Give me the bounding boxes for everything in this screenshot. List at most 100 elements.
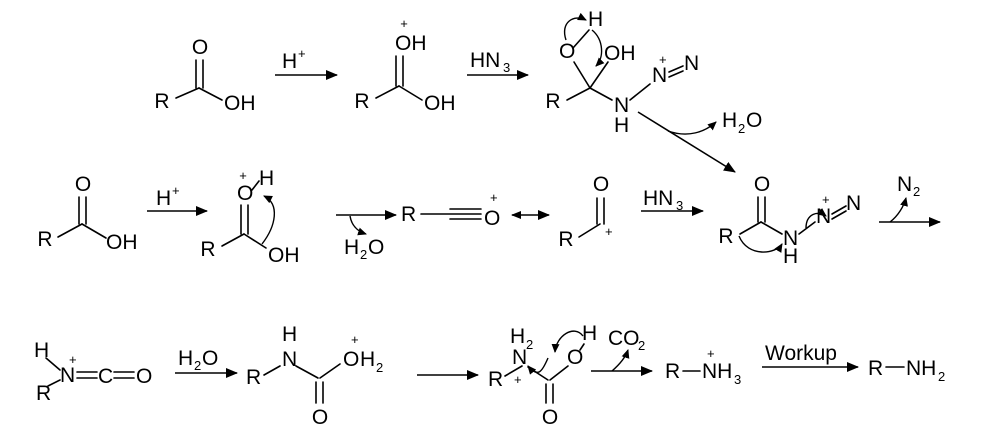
atom-r: R <box>37 228 52 251</box>
atom-o: O <box>754 173 770 196</box>
atom-h: H <box>588 8 603 31</box>
atom-n2: N <box>652 64 667 87</box>
arrow-hydration: H 2 O <box>175 347 238 378</box>
atom-h-nh: H <box>783 245 798 268</box>
atom-o-carbonyl: O <box>312 406 328 429</box>
charge-plus: + <box>659 52 667 67</box>
molecule-protonated-isocyanate: H + N R C O <box>34 339 152 405</box>
atom-n3: N <box>846 192 861 215</box>
byproduct-sub-2: 2 <box>360 247 367 262</box>
atom-r: R <box>868 357 883 380</box>
atom-n2: N <box>816 205 831 228</box>
atom-r: R <box>354 90 369 113</box>
reagent-hn: HN <box>470 49 500 72</box>
atom-r: R <box>154 90 169 113</box>
atom-o: O <box>136 365 152 388</box>
atom-h-nh: H <box>614 114 629 137</box>
arrow-hn3-row2: HN 3 <box>641 187 704 216</box>
molecule-carboxylic-acid-row1: O R OH <box>154 36 255 115</box>
atom-nh: NH <box>702 360 732 383</box>
atom-r: R <box>718 225 733 248</box>
molecule-carboxylic-acid-row2: O R OH <box>37 173 137 254</box>
atom-r: R <box>545 90 560 113</box>
atom-h: H <box>259 167 274 190</box>
reagent-plus: + <box>172 183 180 198</box>
atom-oh: OH <box>424 92 456 115</box>
atom-r: R <box>200 238 215 261</box>
molecule-amine-product: R NH 2 <box>868 357 945 384</box>
atom-r: R <box>665 360 680 383</box>
byproduct-co: CO <box>608 327 640 350</box>
charge-plus: + <box>822 192 830 207</box>
arrow-decarboxylation: CO 2 <box>591 327 653 376</box>
atom-h: H <box>34 339 49 362</box>
reagent-hn: HN <box>643 187 673 210</box>
atom-o: O <box>75 173 91 196</box>
atom-h2: H <box>360 348 375 371</box>
atom-n: N <box>282 348 297 371</box>
atom-o: O <box>484 207 500 230</box>
atom-r: R <box>558 228 573 251</box>
atom-n: N <box>783 227 798 250</box>
atom-o-carbonyl: O <box>542 406 558 429</box>
byproduct-o: O <box>368 236 384 259</box>
reagent-o: O <box>202 347 218 370</box>
atom-r: R <box>401 203 416 226</box>
atom-n: N <box>60 364 75 387</box>
reagent-sub-3: 3 <box>676 198 683 213</box>
atom-sub-2: 2 <box>938 369 945 384</box>
atom-o: O <box>237 182 253 205</box>
byproduct-h: H <box>722 109 737 132</box>
arrow-hn3-row1: HN 3 <box>467 49 529 80</box>
byproduct-o: O <box>746 109 762 132</box>
charge-plus: + <box>490 190 498 205</box>
arrow-dehydration-diagonal: H 2 O <box>637 109 762 173</box>
reagent-plus: + <box>298 46 306 61</box>
atom-nh: NH <box>906 357 936 380</box>
atom-r: R <box>488 368 503 391</box>
atom-sub-3: 3 <box>734 372 741 387</box>
reagent-h: H <box>156 187 171 210</box>
molecule-tetrahedral-azide: O H OH R N H N + N <box>545 8 699 137</box>
atom-n3: N <box>684 52 699 75</box>
reagent-sub-3: 3 <box>503 60 510 75</box>
atom-oh-top: OH <box>395 32 427 55</box>
reagent-sub-2: 2 <box>194 358 201 373</box>
atom-o: O <box>593 173 609 196</box>
charge-plus: + <box>605 224 613 239</box>
atom-h-nh: H <box>282 323 297 346</box>
atom-oh: OH <box>106 231 138 254</box>
reagent-h: H <box>178 347 193 370</box>
reagent-workup: Workup <box>765 342 837 365</box>
molecule-protonated-acid-row2: + O H R OH <box>200 167 299 267</box>
byproduct-h: H <box>344 236 359 259</box>
atom-r: R <box>246 366 261 389</box>
charge-plus: + <box>239 168 247 183</box>
atom-n: N <box>512 346 527 369</box>
molecule-ammonium: R NH + 3 <box>665 346 741 387</box>
atom-sub-2: 2 <box>526 337 533 352</box>
atom-oh: OH <box>268 244 300 267</box>
charge-plus: + <box>69 352 77 367</box>
atom-h2: H <box>510 325 525 348</box>
byproduct-sub-2: 2 <box>913 184 920 199</box>
atom-o: O <box>343 348 359 371</box>
reagent-h: H <box>282 50 297 73</box>
arrow-loss-of-water: H 2 O <box>336 210 397 262</box>
charge-plus: + <box>514 372 522 387</box>
atom-o: O <box>192 36 208 59</box>
arrow-workup: Workup <box>762 342 859 372</box>
molecule-ammonium-carbamate: R H 2 N + O O H <box>488 322 597 429</box>
molecule-protonated-acid-row1: + OH R OH <box>354 16 455 115</box>
molecule-acylium-ion: R O + <box>401 190 500 230</box>
arrow-protonation-row1: H + <box>275 46 338 80</box>
atom-sub-2: 2 <box>376 360 383 375</box>
atom-oh: OH <box>224 92 256 115</box>
arrow-loss-of-nitrogen: N 2 <box>879 173 941 227</box>
atom-oh: OH <box>604 42 636 65</box>
atom-n: N <box>614 94 629 117</box>
molecule-acyl-cation: O R + <box>558 173 612 251</box>
atom-o: O <box>559 40 575 63</box>
charge-plus: + <box>351 332 359 347</box>
